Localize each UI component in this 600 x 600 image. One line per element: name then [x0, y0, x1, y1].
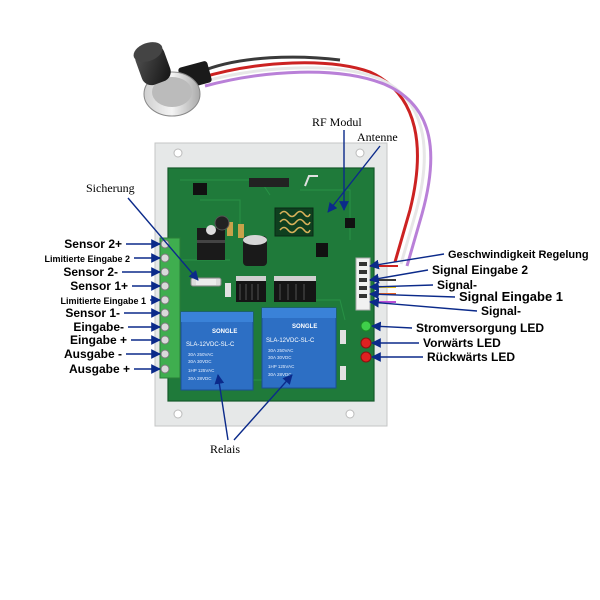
antenna-wire: [304, 175, 318, 187]
terminal-screw: [160, 349, 170, 359]
label-sensor-1-minus: Sensor 1-: [65, 306, 120, 320]
heatsink-right: [274, 276, 316, 302]
arrow-signal-minus-a: [369, 281, 434, 292]
arrow-antenna: [327, 145, 381, 213]
signal-pin-header: [355, 257, 371, 311]
terminal-screw: [160, 281, 170, 291]
label-input-plus: Eingabe +: [70, 333, 127, 347]
screw-terminal-block: [159, 237, 181, 379]
led-forward: [360, 337, 372, 349]
relay-spec: 1HP 125VAC: [188, 368, 215, 373]
fuse: [190, 277, 222, 287]
relay-spec: 30A 250VAC: [268, 348, 294, 353]
relay-spec: 30A 30VDC: [268, 355, 292, 360]
arrow-speed-control: [369, 253, 445, 270]
relay-spec: 1HP 125VAC: [268, 364, 295, 369]
potentiometer: [133, 42, 433, 267]
label-antenna: Antenne: [357, 130, 398, 144]
label-output-minus: Ausgabe -: [64, 347, 122, 361]
voltage-regulator: [197, 225, 225, 260]
relay-brand: SONGLE: [212, 329, 237, 335]
terminal-screw: [160, 295, 170, 305]
terminal-screw: [160, 335, 170, 345]
label-sensor-2-plus: Sensor 2+: [64, 237, 122, 251]
label-sensor-2-minus: Sensor 2-: [63, 265, 118, 279]
label-output-plus: Ausgabe +: [69, 362, 130, 376]
relay-spec: 30A 28VDC: [188, 376, 212, 381]
heatsink-left: [236, 276, 266, 302]
rf-module: [274, 207, 314, 237]
terminal-screw: [160, 253, 170, 263]
terminal-screw: [160, 308, 170, 318]
label-signal-input-2: Signal Eingabe 2: [432, 263, 528, 277]
label-reverse-led: Rückwärts LED: [427, 350, 515, 364]
label-fuse: Sicherung: [86, 181, 135, 195]
label-signal-minus-a: Signal-: [437, 278, 477, 292]
label-rf-module: RF Modul: [312, 115, 362, 129]
label-power-led: Stromversorgung LED: [416, 321, 544, 335]
label-sensor-1-plus: Sensor 1+: [70, 279, 128, 293]
relay-spec: 30A 30VDC: [188, 359, 212, 364]
relay-model: SLA-12VDC-SL-C: [186, 342, 235, 348]
ic-chip: [316, 243, 328, 257]
led-reverse: [360, 351, 372, 363]
arrow-fuse: [127, 197, 199, 281]
label-signal-minus-b: Signal-: [481, 304, 521, 318]
relay-spec: 30A 28VDC: [268, 372, 292, 377]
connector-header: [249, 178, 289, 187]
label-input-minus: Eingabe-: [73, 320, 124, 334]
arrow-relay-right: [233, 374, 293, 441]
label-forward-led: Vorwärts LED: [423, 336, 501, 350]
relay-right: SONGLE SLA-12VDC-SL-C 30A 250VAC 30A 30V…: [261, 307, 337, 389]
arrow-signal-input-2: [369, 269, 429, 284]
terminal-screw: [160, 322, 170, 332]
label-relays: Relais: [210, 442, 240, 456]
ic-chip: [193, 183, 207, 195]
arrow-signal-minus-b: [369, 297, 478, 312]
relay-model: SLA-12VDC-SL-C: [266, 338, 315, 344]
arrow-relay-left: [214, 374, 229, 441]
capacitor: [214, 215, 267, 266]
arrow-signal-input-1: [369, 289, 456, 300]
terminal-screw: [160, 364, 170, 374]
relay-brand: SONGLE: [292, 324, 317, 330]
led-power: [360, 320, 372, 332]
label-limit-input-2: Limitierte Eingabe 2: [44, 254, 130, 264]
arrow-power-led: [371, 321, 413, 332]
relay-spec: 30A 250VAC: [188, 352, 214, 357]
relay-left: SONGLE SLA-12VDC-SL-C 30A 250VAC 30A 30V…: [180, 311, 254, 391]
label-limit-input-1: Limitierte Eingabe 1: [60, 296, 146, 306]
label-signal-input-1: Signal Eingabe 1: [459, 289, 563, 304]
terminal-screw: [160, 267, 170, 277]
label-speed-control: Geschwindigkeit Regelung: [448, 249, 589, 261]
terminal-screw: [160, 239, 170, 249]
